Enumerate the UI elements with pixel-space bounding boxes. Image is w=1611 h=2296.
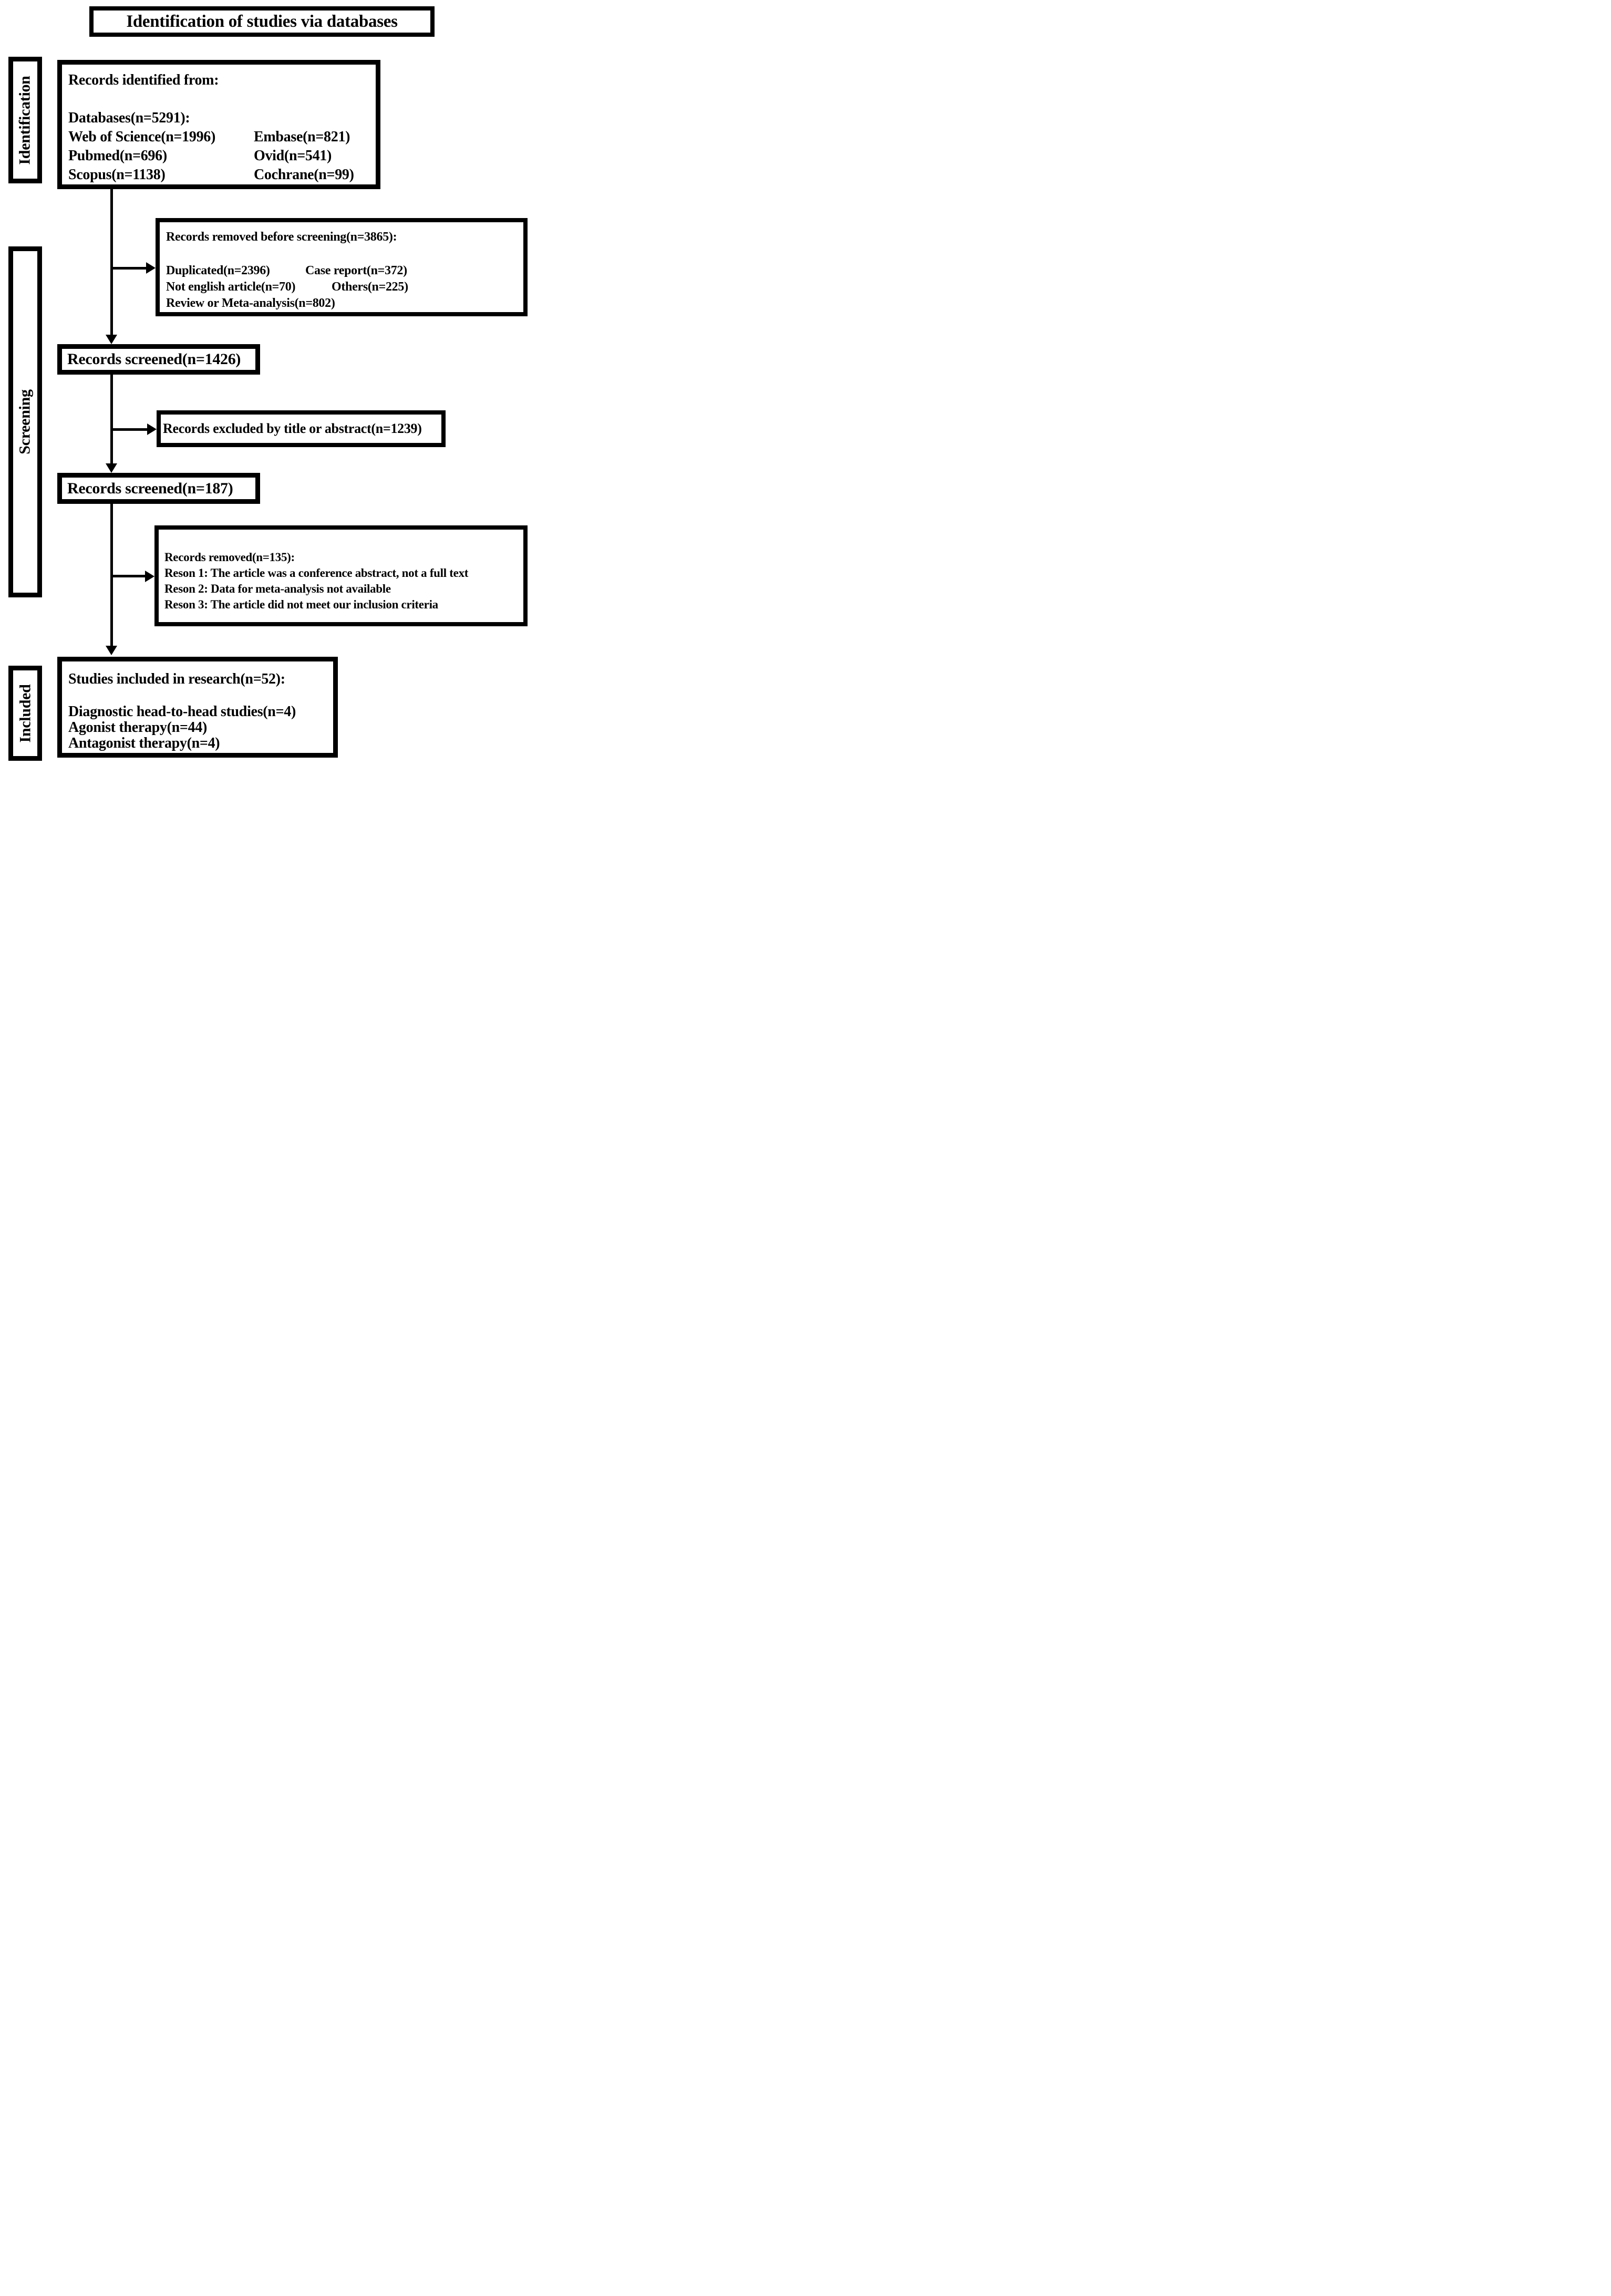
diagram-title: Identification of studies via databases <box>126 12 398 31</box>
records-screened-first-box: Records screened(n=1426) <box>57 344 260 375</box>
studies-included-line: Diagnostic head-to-head studies(n=4) <box>68 704 296 720</box>
studies-included-line: Agonist therapy(n=44) <box>68 719 207 736</box>
arrowhead-down-screened1 <box>106 335 117 344</box>
stage-label-included-text: Included <box>16 684 34 742</box>
database-row: Web of Science(n=1996) Embase(n=821) <box>68 128 371 147</box>
records-screened-first-label: Records screened(n=1426) <box>67 350 241 368</box>
removed-reason-line: Reson 1: The article was a conference ab… <box>164 566 469 580</box>
database-row: Pubmed(n=696) Ovid(n=541) <box>68 147 371 166</box>
databases-subheading: Databases(n=5291): <box>68 110 190 126</box>
database-cell: Embase(n=821) <box>254 129 350 145</box>
studies-included-box: Studies included in research(n=52): Diag… <box>57 657 338 758</box>
removed-before-rows: Duplicated(n=2396) Case report(n=372) No… <box>166 263 520 312</box>
removed-reason-footer: Review or Meta-analysis(n=802) <box>166 296 335 310</box>
spacer <box>68 90 371 109</box>
connector-branch-removed-before <box>111 267 146 270</box>
removed-reason-row: Duplicated(n=2396) Case report(n=372) <box>166 263 520 279</box>
removed-reason-cell: Case report(n=372) <box>305 264 407 277</box>
stage-label-included: Included <box>8 666 42 761</box>
arrowhead-right-removed-before <box>146 262 156 274</box>
arrowhead-down-screened2 <box>106 463 117 473</box>
database-row: Scopus(n=1138) Cochrane(n=99) <box>68 166 371 184</box>
database-cell: Pubmed(n=696) <box>68 148 167 164</box>
connector-screened1-to-screened2 <box>110 375 113 463</box>
studies-included-line: Antagonist therapy(n=4) <box>68 735 220 751</box>
records-screened-second-box: Records screened(n=187) <box>57 473 260 504</box>
removed-reason-cell: Others(n=225) <box>332 280 408 294</box>
stage-label-identification-text: Identification <box>16 75 34 165</box>
arrowhead-right-removed-reasons <box>145 571 154 582</box>
stage-label-identification: Identification <box>8 57 42 183</box>
removed-reason-cell: Not english article(n=70) <box>166 280 296 294</box>
database-cell: Cochrane(n=99) <box>254 167 354 183</box>
removed-reason-row: Not english article(n=70) Others(n=225) <box>166 279 520 295</box>
database-cell: Web of Science(n=1996) <box>68 129 215 145</box>
records-screened-second-label: Records screened(n=187) <box>67 480 233 497</box>
database-cell: Scopus(n=1138) <box>68 167 166 183</box>
records-excluded-label: Records excluded by title or abstract(n=… <box>163 421 422 436</box>
records-identified-heading: Records identified from: <box>68 72 219 88</box>
database-cell: Ovid(n=541) <box>254 148 332 164</box>
records-identified-box: Records identified from: Databases(n=529… <box>57 60 380 189</box>
connector-branch-removed-reasons <box>111 575 145 577</box>
removed-before-heading: Records removed before screening(n=3865)… <box>166 230 397 244</box>
studies-included-rows: Diagnostic head-to-head studies(n=4) Ago… <box>68 704 330 751</box>
records-excluded-box: Records excluded by title or abstract(n=… <box>157 410 446 447</box>
removed-reason-cell: Duplicated(n=2396) <box>166 264 270 277</box>
studies-included-heading: Studies included in research(n=52): <box>68 671 285 687</box>
connector-identified-to-screened1 <box>110 189 113 335</box>
records-removed-reasons-box: Records removed(n=135): Reson 1: The art… <box>154 525 528 626</box>
arrowhead-down-included <box>106 646 117 655</box>
removed-reasons-heading: Records removed(n=135): <box>164 551 295 564</box>
title-box: Identification of studies via databases <box>89 6 435 37</box>
connector-branch-excluded <box>111 428 147 431</box>
stage-label-screening: Screening <box>8 246 42 597</box>
arrowhead-right-excluded <box>147 423 157 435</box>
records-removed-before-screening-box: Records removed before screening(n=3865)… <box>156 218 528 316</box>
removed-reason-line: Reson 3: The article did not meet our in… <box>164 598 438 611</box>
removed-reason-line: Reson 2: Data for meta-analysis not avai… <box>164 582 391 595</box>
prisma-flow-diagram: Identification of studies via databases … <box>0 0 537 766</box>
stage-label-screening-text: Screening <box>16 389 34 454</box>
